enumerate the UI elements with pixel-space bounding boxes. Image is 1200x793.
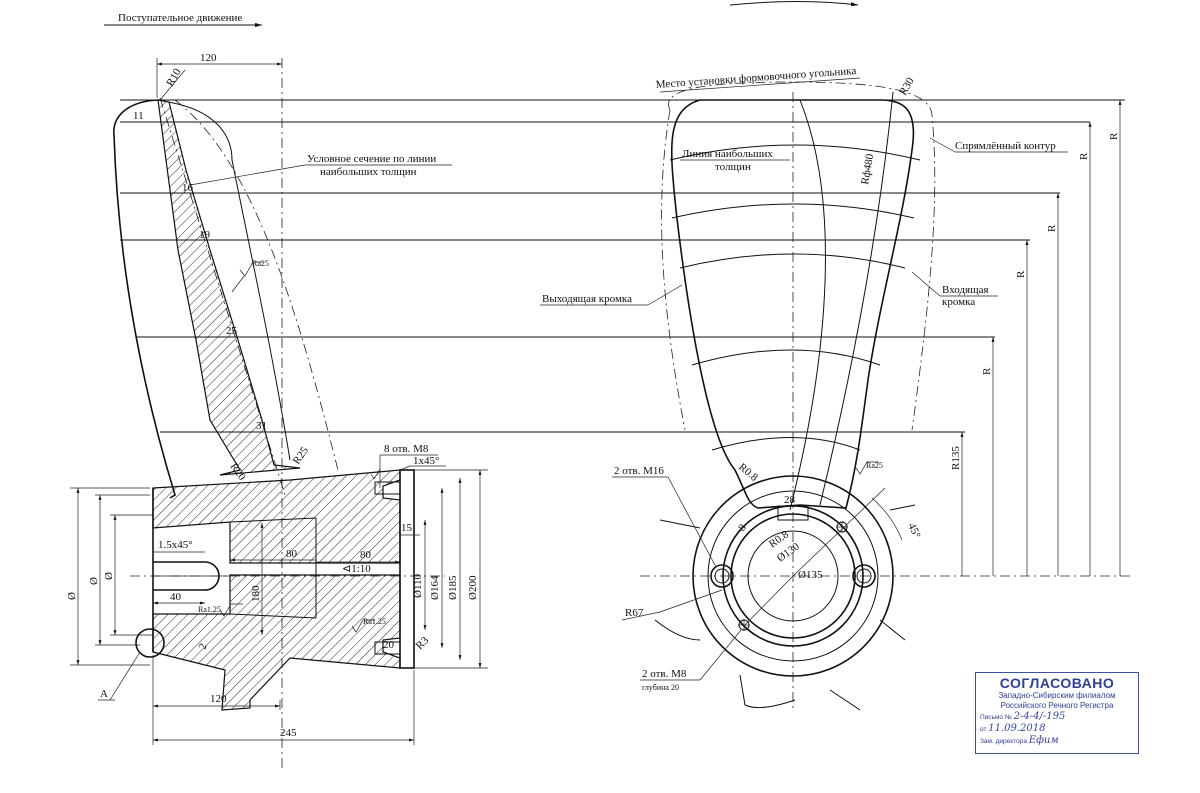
trailing-edge-label: Выходящая кромка	[542, 293, 632, 305]
dia-c: Ø	[103, 572, 115, 580]
dim-11: 11	[133, 110, 144, 122]
dim-r3: R3	[414, 634, 432, 652]
radius-dimensions: R R R R R R135	[640, 100, 1130, 577]
dim-120-top: 120	[200, 52, 217, 64]
motion-label: Поступательное движение	[118, 12, 242, 24]
approval-stamp: СОГЛАСОВАНО Западно-Сибирским филиалом Р…	[975, 672, 1139, 754]
hub-section: А Ø Ø Ø 1.5x45° 40 80 80 ⊲1:10 180 Ø200	[66, 443, 488, 745]
straightened-label: Спрямлённый контур	[955, 140, 1056, 152]
dim-180: 180	[250, 585, 262, 602]
dia-a: Ø	[66, 592, 78, 600]
roughness-2: Ra1.25	[198, 605, 221, 614]
max-thickness-label-1: Линия наибольших	[682, 148, 773, 160]
dim-80-a: 80	[286, 548, 298, 560]
dim-120-bottom: 120	[210, 693, 227, 705]
r135-label: R135	[950, 446, 962, 470]
dim-2: 2	[197, 642, 210, 651]
blade-front-view: Место установки формовочного угольника R…	[540, 65, 1068, 708]
dim-r67: R67	[625, 607, 644, 619]
dia-164: Ø164	[429, 575, 441, 600]
roughness-1: Ra25	[252, 259, 269, 268]
r-label-c: R	[1046, 224, 1058, 232]
stamp-date-row: от 11.09.2018	[976, 723, 1138, 735]
taper: ⊲1:10	[342, 563, 371, 575]
conditional-section-label-2: наибольших толщин	[320, 166, 417, 178]
stamp-from-label: от	[980, 726, 987, 733]
r-label-d: R	[1015, 270, 1027, 278]
stamp-org-1: Западно-Сибирским филиалом	[998, 691, 1116, 700]
stamp-letter-value: 2-4-4/-195	[1013, 711, 1066, 722]
leading-edge-label-1: Входящая	[942, 284, 989, 296]
rotation-arrow	[729, 1, 859, 7]
r-label-e: R	[981, 367, 993, 375]
holes-m16-label: 2 отв. М16	[614, 465, 664, 477]
r-label-a: R	[1108, 132, 1120, 140]
stamp-letter-row: Письмо № 2-4-4/-195	[976, 711, 1138, 723]
conditional-section-label-1: Условное сечение по линии	[307, 153, 436, 165]
dia-b: Ø	[88, 577, 100, 585]
stamp-deputy-label: Зам. директора	[980, 738, 1027, 745]
stamp-org-2: Российского Речного Регистра	[1000, 701, 1114, 710]
dim-28: 28	[784, 494, 796, 506]
dim-r480: Rф480	[859, 152, 876, 185]
dim-80-b: 80	[360, 549, 372, 561]
depth-label: глубина 20	[642, 683, 679, 692]
dim-31: 31	[256, 420, 267, 432]
stamp-letter-label: Письмо №	[980, 714, 1012, 721]
dim-16: 16	[182, 182, 194, 194]
dim-40: 40	[170, 591, 182, 603]
stamp-title: СОГЛАСОВАНО	[999, 675, 1115, 691]
r-label-b: R	[1078, 152, 1090, 160]
blade-side-view: 120 R10 11 16 19 25 31 R 20 R25 Условное …	[113, 52, 1125, 770]
dia-110: Ø110	[412, 573, 424, 598]
holes-m8-2-label: 2 отв. М8	[642, 668, 687, 680]
dim-25: 25	[226, 325, 238, 337]
leading-edge-label-2: кромка	[942, 296, 975, 308]
place-label: Место установки формовочного угольника	[655, 65, 856, 91]
blade-section	[157, 99, 301, 476]
dia-135: Ø135	[798, 569, 823, 581]
dim-19: 19	[199, 229, 211, 241]
chamfer-1x45: 1x45°	[413, 455, 439, 467]
dia-185: Ø185	[447, 575, 459, 600]
stamp-deputy-row: Зам. директора Ефим	[976, 735, 1138, 747]
dim-20: 20	[383, 639, 395, 651]
dim-245: 245	[280, 727, 297, 739]
dim-15: 15	[401, 522, 413, 534]
stamp-from-value: 11.09.2018	[988, 723, 1046, 734]
datum-a: А	[100, 688, 108, 700]
holes-m8-label: 8 отв. М8	[384, 443, 429, 455]
stamp-deputy-sign: Ефим	[1028, 735, 1059, 746]
dim-r25: R25	[291, 444, 312, 466]
dim-r10: R10	[164, 66, 184, 88]
chamfer-1-5x45: 1.5x45°	[158, 539, 193, 551]
roughness-4: Ra25	[866, 461, 883, 470]
max-thickness-label-2: толщин	[715, 161, 751, 173]
dia-200: Ø200	[467, 575, 479, 600]
roughness-3: Ra1.25	[363, 617, 386, 626]
hub-front-view: R0.8 28 8 R0.8 Ø130 Ø135 45° R67 2 отв. …	[612, 461, 923, 711]
dim-45deg: 45°	[905, 521, 922, 540]
dim-r30: R30	[897, 75, 917, 97]
